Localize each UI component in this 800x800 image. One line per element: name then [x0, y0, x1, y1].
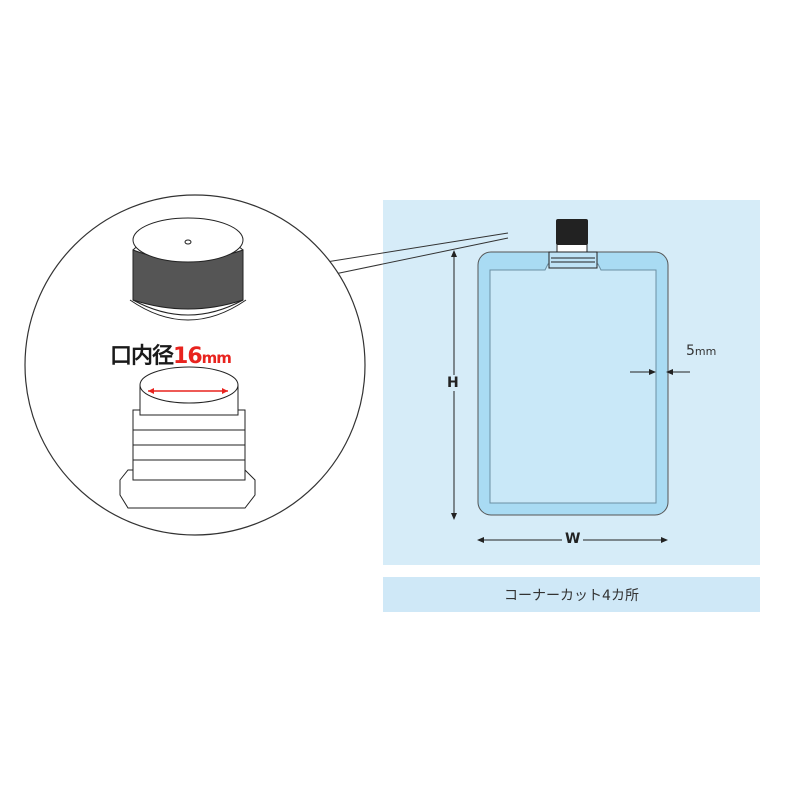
diameter-label-text: 口内径: [110, 344, 174, 369]
margin-label: 5mm: [686, 343, 716, 359]
margin-value: 5: [686, 343, 695, 359]
spout-illustration: [119, 366, 256, 509]
cap-illustration: [129, 217, 247, 321]
height-label: H: [447, 375, 459, 391]
inner-diameter-label: 口内径16mm: [110, 338, 232, 370]
caption-text: コーナーカット4カ所: [504, 587, 639, 604]
callout-line: [319, 232, 509, 264]
diameter-value: 16: [173, 344, 203, 369]
diameter-unit: mm: [201, 349, 232, 367]
width-label: W: [562, 531, 584, 547]
margin-unit: mm: [694, 345, 717, 358]
caption-bar: コーナーカット4カ所: [383, 577, 760, 612]
pouch-illustration: [477, 219, 669, 516]
margin-dimension-arrows: [630, 369, 690, 375]
callout-line: [329, 237, 509, 276]
detail-circle: [24, 194, 366, 536]
